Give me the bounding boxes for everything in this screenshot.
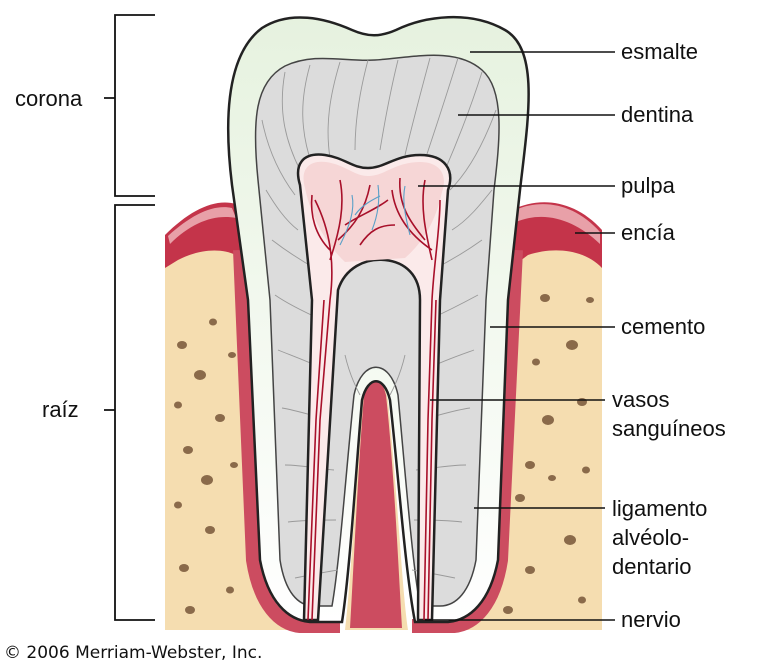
label-dentario: dentario: [612, 554, 692, 579]
label-alveolo: alvéolo-: [612, 525, 689, 550]
corona-bracket: [104, 14, 155, 197]
label-cemento: cemento: [621, 314, 705, 339]
label-dentina: dentina: [621, 102, 694, 127]
label-esmalte: esmalte: [621, 39, 698, 64]
pulp-tissue: [303, 161, 444, 262]
label-sanguineos: sanguíneos: [612, 416, 726, 441]
label-pulpa: pulpa: [621, 173, 676, 198]
interradicular-septum: [350, 377, 402, 628]
pulp-chamber: [296, 153, 452, 622]
label-encia: encía: [621, 220, 676, 245]
label-nervio: nervio: [621, 607, 681, 632]
gum-right-highlight: [515, 204, 600, 244]
gum-left-highlight: [168, 207, 236, 244]
blood-vessels: [307, 177, 441, 621]
label-raiz: raíz: [42, 397, 79, 422]
nerve-fibers: [339, 184, 411, 246]
periodontal-ligament: [233, 249, 523, 633]
copyright-notice: © 2006 Merriam-Webster, Inc.: [4, 643, 262, 663]
label-ligamento: ligamento: [612, 496, 707, 521]
label-corona: corona: [15, 86, 83, 111]
gum-left: [165, 202, 246, 268]
leader-lines: [418, 51, 615, 621]
raiz-bracket: [104, 204, 155, 621]
label-vasos: vasos: [612, 387, 669, 412]
bone-spots: [174, 294, 594, 619]
